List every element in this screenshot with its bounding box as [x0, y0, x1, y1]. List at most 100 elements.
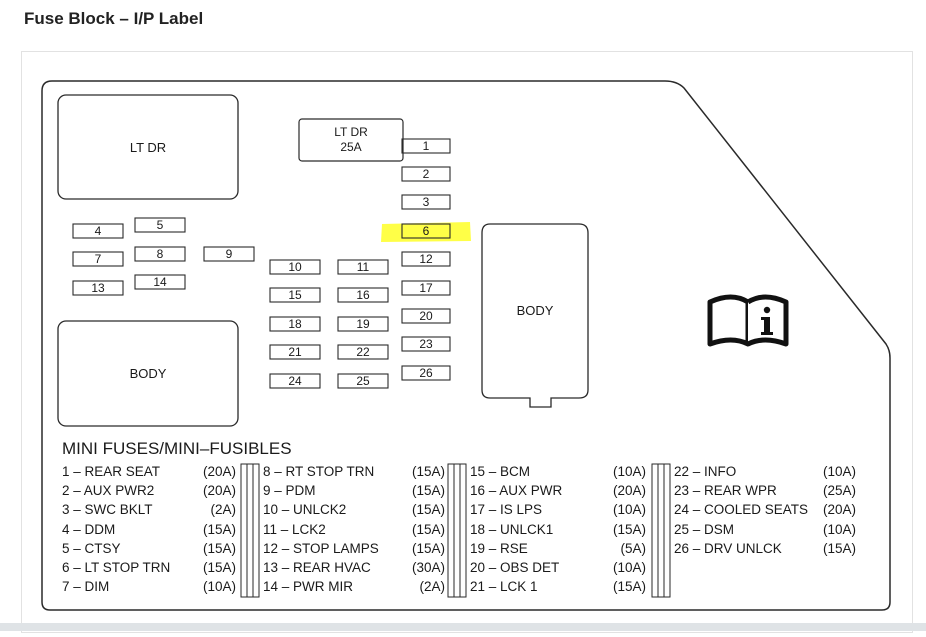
- legend-amp-11: (15A): [412, 522, 445, 537]
- legend-title: MINI FUSES/MINI–FUSIBLES: [62, 439, 292, 458]
- fuse-2: 2: [401, 166, 451, 182]
- fuse-24: 24: [269, 373, 321, 389]
- fuse-10-label: 10: [288, 260, 302, 274]
- fuse-11: 11: [337, 259, 389, 275]
- fuse-6-highlight: [381, 222, 471, 242]
- lt-dr-breaker-line2: 25A: [340, 140, 361, 154]
- legend-amp-6: (15A): [203, 560, 236, 575]
- legend-item-15: 15 – BCM: [470, 464, 530, 479]
- fuse-11-label: 11: [357, 260, 370, 274]
- body-center-label: BODY: [517, 303, 554, 318]
- legend-item-4: 4 – DDM: [62, 522, 115, 537]
- fuse-23-label: 23: [419, 337, 433, 351]
- fuse-26-label: 26: [419, 366, 433, 380]
- fuse-9: 9: [203, 246, 255, 262]
- fuse-17: 17: [401, 280, 451, 296]
- fuse-block-diagram: LT DR BODY LT DR 25A BODY 1 2 3 6 12 17 …: [41, 80, 891, 611]
- body-center-box: [481, 223, 589, 408]
- fuse-6: 6: [401, 223, 451, 239]
- lt-dr-breaker-box: [298, 118, 404, 162]
- fuse-6-label: 6: [423, 224, 430, 238]
- fuse-15-label: 15: [288, 288, 302, 302]
- legend-amp-19: (5A): [620, 541, 646, 556]
- fuse-7-label: 7: [95, 252, 102, 266]
- legend-amp-1: (20A): [203, 464, 236, 479]
- legend-amp-4: (15A): [203, 522, 236, 537]
- legend-item-9: 9 – PDM: [263, 483, 316, 498]
- fuse-23: 23: [401, 336, 451, 352]
- fuse-17-label: 17: [419, 281, 433, 295]
- body-left-box: [57, 320, 239, 427]
- legend-item-7: 7 – DIM: [62, 579, 109, 594]
- fuse-5-label: 5: [157, 218, 164, 232]
- diagram-frame: LT DR BODY LT DR 25A BODY 1 2 3 6 12 17 …: [21, 51, 913, 633]
- lt-dr-label: LT DR: [130, 140, 166, 155]
- fuse-1: 1: [401, 138, 451, 154]
- legend-amp-12: (15A): [412, 541, 445, 556]
- fuse-4-label: 4: [95, 224, 102, 238]
- legend-col-1: 1 – REAR SEAT (20A) 2 – AUX PWR2 (20A) 3…: [62, 464, 236, 594]
- fuse-9-label: 9: [226, 247, 233, 261]
- fuse-22: 22: [337, 344, 389, 360]
- legend-amp-23: (25A): [823, 483, 856, 498]
- legend-item-23: 23 – REAR WPR: [674, 483, 777, 498]
- legend-amp-20: (10A): [613, 560, 646, 575]
- legend-item-25: 25 – DSM: [674, 522, 734, 537]
- fuse-18: 18: [269, 316, 321, 332]
- panel-outline: [41, 80, 891, 611]
- legend-item-3: 3 – SWC BKLT: [62, 502, 153, 517]
- legend-item-12: 12 – STOP LAMPS: [263, 541, 379, 556]
- lt-dr-relay-box: [57, 94, 239, 200]
- fuse-21: 21: [269, 344, 321, 360]
- legend-amp-26: (15A): [823, 541, 856, 556]
- body-left-label: BODY: [130, 366, 167, 381]
- legend-amp-24: (20A): [823, 502, 856, 517]
- fuse-13: 13: [72, 280, 124, 296]
- legend-item-24: 24 – COOLED SEATS: [674, 502, 808, 517]
- fuse-4: 4: [72, 223, 124, 239]
- legend-item-8: 8 – RT STOP TRN: [263, 464, 374, 479]
- legend-separator-2: [447, 463, 467, 598]
- legend-amp-18: (15A): [613, 522, 646, 537]
- fuse-12: 12: [401, 251, 451, 267]
- legend-separator-3: [651, 463, 671, 598]
- fuse-7: 7: [72, 251, 124, 267]
- fuse-26: 26: [401, 365, 451, 381]
- legend-amp-17: (10A): [613, 502, 646, 517]
- fuse-24-label: 24: [288, 374, 302, 388]
- legend-item-13: 13 – REAR HVAC: [263, 560, 371, 575]
- fuse-25-label: 25: [356, 374, 370, 388]
- legend-amp-10: (15A): [412, 502, 445, 517]
- legend-amp-9: (15A): [412, 483, 445, 498]
- legend-amp-8: (15A): [412, 464, 445, 479]
- legend-item-22: 22 – INFO: [674, 464, 736, 479]
- legend-amp-7: (10A): [203, 579, 236, 594]
- fuse-3-label: 3: [423, 195, 430, 209]
- fuse-8-label: 8: [157, 247, 164, 261]
- fuse-21-label: 21: [288, 345, 302, 359]
- legend-amp-14: (2A): [419, 579, 445, 594]
- legend-item-5: 5 – CTSY: [62, 541, 121, 556]
- fuse-13-label: 13: [91, 281, 105, 295]
- legend-separator-1: [240, 463, 260, 598]
- bottom-strip: [0, 623, 926, 631]
- legend-item-1: 1 – REAR SEAT: [62, 464, 160, 479]
- fuse-20: 20: [401, 308, 451, 324]
- legend-amp-2: (20A): [203, 483, 236, 498]
- legend-item-2: 2 – AUX PWR2: [62, 483, 154, 498]
- fuse-8: 8: [134, 246, 186, 262]
- legend-item-18: 18 – UNLCK1: [470, 522, 553, 537]
- legend-item-14: 14 – PWR MIR: [263, 579, 353, 594]
- legend-col-3: 15 – BCM (10A) 16 – AUX PWR (20A) 17 – I…: [470, 464, 646, 594]
- fuse-14-label: 14: [153, 275, 167, 289]
- fuse-16: 16: [337, 287, 389, 303]
- fuse-15: 15: [269, 287, 321, 303]
- legend-item-16: 16 – AUX PWR: [470, 483, 563, 498]
- fuse-14: 14: [134, 274, 186, 290]
- legend-amp-25: (10A): [823, 522, 856, 537]
- fuse-12-label: 12: [419, 252, 433, 266]
- fuse-3: 3: [401, 194, 451, 210]
- fuse-19: 19: [337, 316, 389, 332]
- legend-col-4: 22 – INFO (10A) 23 – REAR WPR (25A) 24 –…: [674, 464, 856, 556]
- legend-amp-21: (15A): [613, 579, 646, 594]
